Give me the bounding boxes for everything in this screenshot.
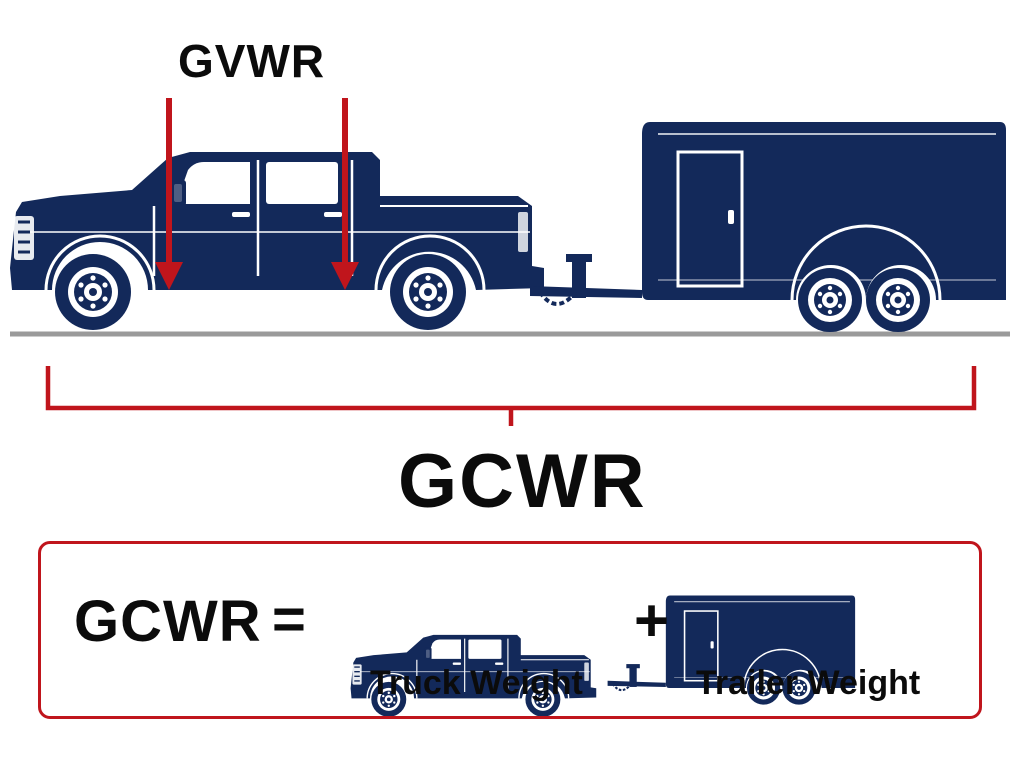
enclosed-trailer-icon <box>530 122 1006 332</box>
formula-gcwr: GCWR <box>74 589 262 654</box>
gvwr-arrows <box>155 98 359 290</box>
equals-sign: = <box>272 587 306 652</box>
down-arrow-icon <box>155 98 183 290</box>
gcwr-label: GCWR <box>398 439 647 524</box>
formula-box <box>38 541 982 719</box>
gcwr-bracket <box>45 366 977 426</box>
gvwr-label: GVWR <box>178 35 326 87</box>
down-arrow-icon <box>331 98 359 290</box>
pickup-truck-icon <box>10 152 544 330</box>
trailer-weight-caption: Trailer Weight <box>696 664 921 702</box>
plus-sign: + <box>634 587 670 654</box>
truck-weight-caption: Truck Weight <box>370 664 583 702</box>
